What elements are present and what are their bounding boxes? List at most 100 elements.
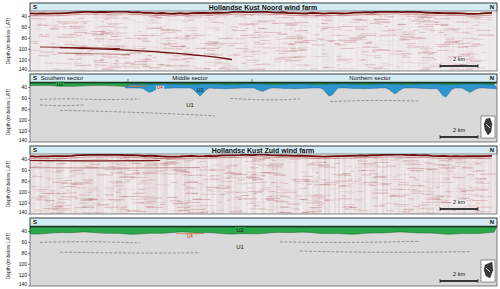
- seismic-graphic: [117, 14, 118, 71]
- seismic-graphic: [106, 46, 119, 47]
- seismic-graphic: [419, 204, 429, 205]
- seismic-graphic: [238, 23, 249, 24]
- seismic-graphic: [225, 161, 228, 162]
- seismic-graphic: [430, 197, 440, 198]
- seismic-graphic: [248, 69, 265, 70]
- seismic-graphic: [357, 191, 364, 192]
- seismic-graphic: [377, 157, 378, 214]
- seismic-graphic: [155, 40, 170, 41]
- seismic-graphic: [227, 69, 242, 70]
- seismic-graphic: [147, 207, 163, 208]
- seismic-graphic: [155, 173, 169, 174]
- seismic-graphic: [139, 174, 149, 175]
- seismic-graphic: [225, 66, 238, 67]
- seismic-graphic: [320, 39, 325, 40]
- seismic-graphic: [239, 14, 240, 71]
- seismic-graphic: [473, 200, 488, 201]
- seismic-graphic: [231, 37, 236, 38]
- seismic-graphic: [399, 211, 412, 212]
- seismic-graphic: [41, 177, 51, 178]
- seismic-graphic: [142, 61, 156, 62]
- seismic-graphic: [172, 67, 184, 68]
- seismic-graphic: [187, 205, 202, 206]
- seismic-graphic: [469, 17, 483, 18]
- seismic-graphic: [42, 36, 48, 37]
- seismic-graphic: [72, 26, 84, 27]
- seismic-graphic: [321, 23, 328, 24]
- seismic-graphic: [139, 157, 140, 214]
- seismic-graphic: [195, 182, 199, 183]
- seismic-graphic: [335, 14, 336, 71]
- seismic-graphic: [163, 14, 164, 71]
- seismic-graphic: [226, 193, 229, 194]
- seismic-graphic: [141, 203, 153, 204]
- seismic-graphic: [251, 37, 262, 38]
- seismic-graphic: [272, 21, 276, 22]
- seismic-graphic: [479, 157, 480, 214]
- seismic-graphic: [40, 47, 120, 49]
- seismic-graphic: [181, 21, 189, 22]
- seismic-graphic: [290, 208, 299, 209]
- seismic-graphic: [420, 48, 432, 49]
- seismic-graphic: [254, 42, 260, 43]
- seismic-graphic: [455, 40, 463, 41]
- seismic-graphic: [181, 157, 182, 214]
- seismic-graphic: [137, 183, 151, 184]
- seismic-graphic: [104, 187, 115, 188]
- seismic-graphic: [103, 16, 118, 17]
- seismic-graphic: [335, 157, 336, 214]
- seismic-graphic: [357, 170, 364, 171]
- seismic-graphic: [476, 207, 493, 208]
- seismic-graphic: [426, 50, 429, 51]
- seismic-graphic: [129, 163, 141, 164]
- seismic-graphic: [440, 279, 441, 283]
- seismic-graphic: [361, 157, 362, 214]
- seismic-graphic: [343, 14, 344, 71]
- seismic-graphic: [414, 179, 418, 180]
- seismic-graphic: [47, 178, 63, 179]
- seismic-graphic: [355, 199, 362, 201]
- seismic-graphic: [94, 212, 106, 213]
- seismic-graphic: [183, 157, 184, 214]
- seismic-graphic: [467, 206, 482, 207]
- seismic-graphic: [242, 198, 257, 199]
- seismic-graphic: [280, 241, 420, 242]
- seismic-graphic: [254, 32, 267, 33]
- seismic-graphic: [52, 203, 64, 204]
- seismic-graphic: [342, 24, 349, 25]
- seismic-graphic: [295, 203, 300, 204]
- seismic-graphic: [200, 205, 216, 206]
- seismic-graphic: [35, 163, 43, 164]
- seismic-graphic: [316, 172, 319, 173]
- seismic-graphic: [36, 195, 44, 196]
- unit-label: U2: [235, 227, 245, 233]
- depth-tick-label: 60: [21, 25, 27, 30]
- seismic-graphic: [247, 53, 260, 54]
- seismic-graphic: [351, 38, 361, 39]
- seismic-graphic: [407, 45, 414, 46]
- seismic-graphic: [169, 59, 186, 60]
- seismic-graphic: [363, 14, 364, 71]
- seismic-graphic: [373, 57, 382, 58]
- seismic-graphic: [167, 65, 184, 66]
- seismic-graphic: [410, 185, 422, 186]
- seismic-graphic: [28, 231, 30, 232]
- seismic-graphic: [466, 28, 482, 29]
- seismic-graphic: [452, 177, 465, 178]
- depth-tick-label: 140: [19, 210, 27, 215]
- seismic-graphic: [272, 23, 279, 24]
- seismic-graphic: [367, 42, 373, 43]
- seismic-graphic: [405, 16, 415, 17]
- seismic-graphic: [91, 36, 106, 37]
- seismic-graphic: [414, 180, 430, 181]
- seismic-graphic: [389, 14, 390, 71]
- seismic-graphic: [179, 14, 180, 71]
- seismic-graphic: [441, 165, 446, 166]
- panel-title: Hollandse Kust Zuid wind farm: [212, 147, 315, 154]
- seismic-graphic: [226, 178, 229, 179]
- seismic-graphic: [407, 39, 418, 40]
- seismic-graphic: [30, 157, 492, 159]
- seismic-graphic: [348, 179, 352, 180]
- seismic-graphic: [115, 181, 122, 182]
- seismic-graphic: [467, 14, 468, 71]
